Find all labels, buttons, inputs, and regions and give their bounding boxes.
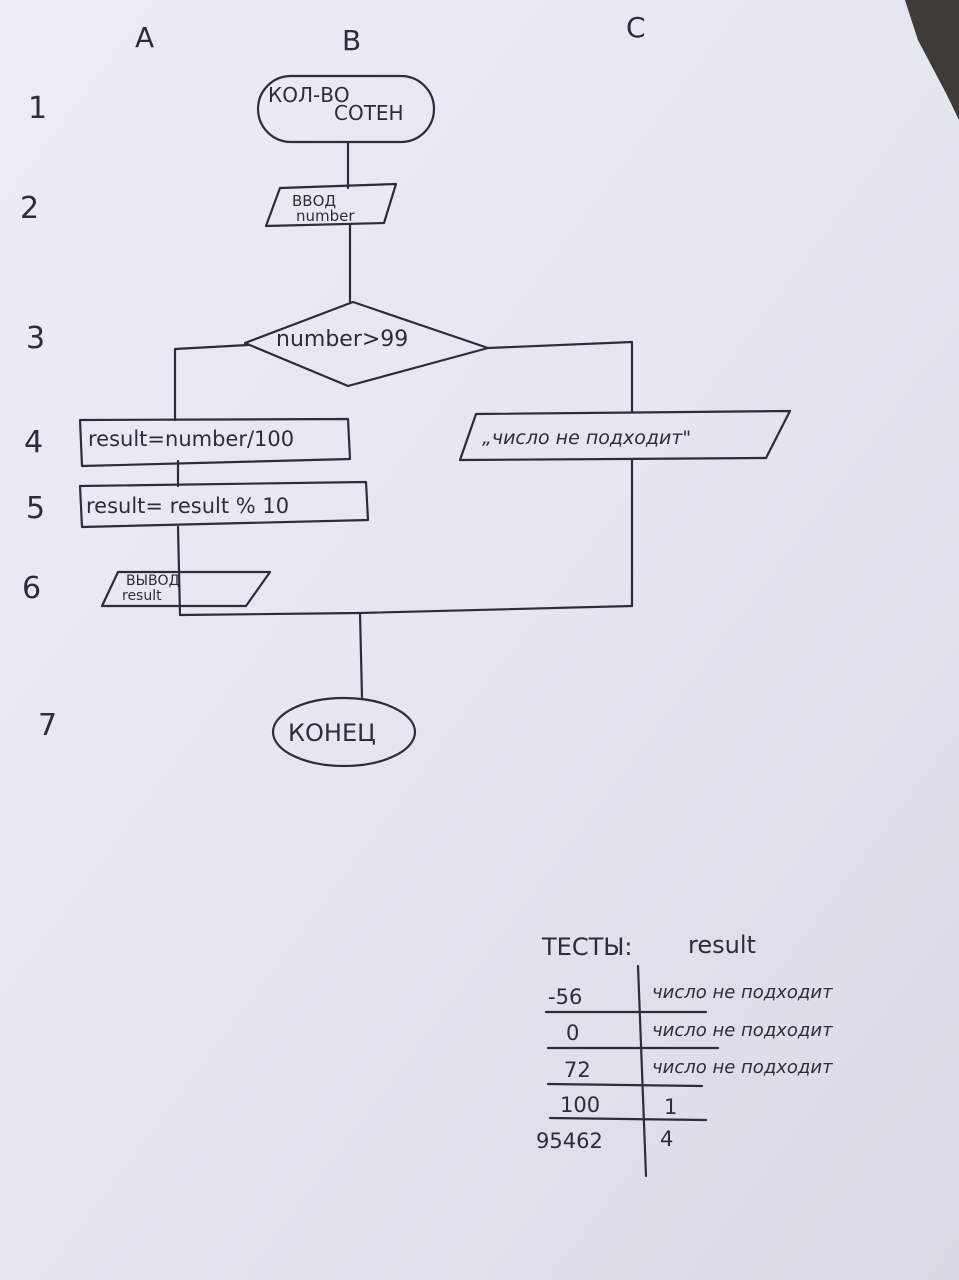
not-fit-label: „число не подходит" xyxy=(482,427,691,449)
tests-header-right: result xyxy=(688,931,756,959)
column-label-b: B xyxy=(342,24,361,57)
start-label-line1: КОЛ-ВО xyxy=(268,83,350,107)
test-input-5: 95462 xyxy=(536,1129,603,1153)
output-label-line2: result xyxy=(122,588,162,604)
table-corner xyxy=(905,0,959,120)
output-label-line1: ВЫВОД xyxy=(126,573,180,589)
column-label-a: A xyxy=(135,21,154,54)
test-result-3: число не подходит xyxy=(652,1057,833,1078)
test-result-1: число не подходит xyxy=(652,982,833,1003)
row-label-3: 3 xyxy=(26,321,45,356)
test-result-5: 4 xyxy=(660,1127,673,1151)
row-label-1: 1 xyxy=(28,91,47,126)
calc1-block: result=number/100 xyxy=(78,417,352,468)
row-label-7: 7 xyxy=(38,708,57,743)
tests-header-left: ТЕСТЫ: xyxy=(541,933,633,961)
test-input-3: 72 xyxy=(564,1058,591,1082)
row-label-2: 2 xyxy=(20,191,39,226)
test-result-2: число не подходит xyxy=(652,1020,833,1041)
end-label: КОНЕЦ xyxy=(288,719,376,747)
column-label-c: C xyxy=(626,11,646,44)
calc1-label: result=number/100 xyxy=(88,427,294,451)
row-label-4: 4 xyxy=(24,425,43,460)
input-block: ВВОД number xyxy=(264,182,398,228)
test-input-4: 100 xyxy=(560,1093,600,1117)
calc2-label: result= result % 10 xyxy=(86,494,289,518)
row-label-6: 6 xyxy=(22,571,41,606)
row-label-5: 5 xyxy=(26,491,45,526)
not-fit-output-block: „число не подходит" xyxy=(458,409,792,462)
test-result-4: 1 xyxy=(664,1095,677,1119)
decision-block: number>99 xyxy=(243,300,490,388)
output-block: ВЫВОД result xyxy=(100,570,272,608)
start-label-line2: СОТЕН xyxy=(334,101,404,125)
tests-table: ТЕСТЫ: result -56 0 72 100 95462 число н… xyxy=(536,931,833,1178)
start-terminator: КОЛ-ВО СОТЕН xyxy=(256,74,436,144)
column-labels: A B C xyxy=(135,11,646,57)
row-labels: 1 2 3 4 5 6 7 xyxy=(20,91,57,743)
end-terminator: КОНЕЦ xyxy=(271,696,417,768)
decision-label: number>99 xyxy=(276,327,408,352)
input-label-line1: ВВОД xyxy=(292,192,336,210)
test-input-2: 0 xyxy=(566,1021,579,1045)
input-label-line2: number xyxy=(296,207,355,225)
connectors xyxy=(173,140,634,699)
test-input-1: -56 xyxy=(548,985,582,1009)
calc2-block: result= result % 10 xyxy=(78,480,370,529)
